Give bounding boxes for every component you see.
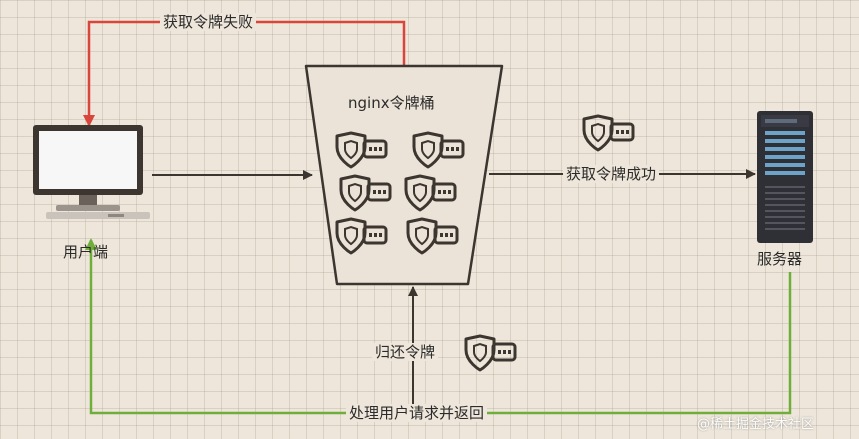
token-bucket (304, 64, 504, 286)
client-label: 用户端 (63, 243, 109, 261)
process-label: 处理用户请求并返回 (346, 404, 488, 422)
success-label: 获取令牌成功 (563, 165, 660, 183)
watermark: @稀土掘金技术社区 (697, 417, 815, 432)
bucket-title: nginx令牌桶 (348, 94, 435, 112)
server-rack-icon (757, 111, 813, 243)
fail-label: 获取令牌失败 (160, 13, 257, 31)
key-icon (464, 334, 517, 372)
computer-monitor-icon (33, 125, 150, 219)
server-label: 服务器 (757, 250, 803, 268)
key-icon (582, 114, 635, 152)
return-token-label: 归还令牌 (372, 343, 439, 361)
